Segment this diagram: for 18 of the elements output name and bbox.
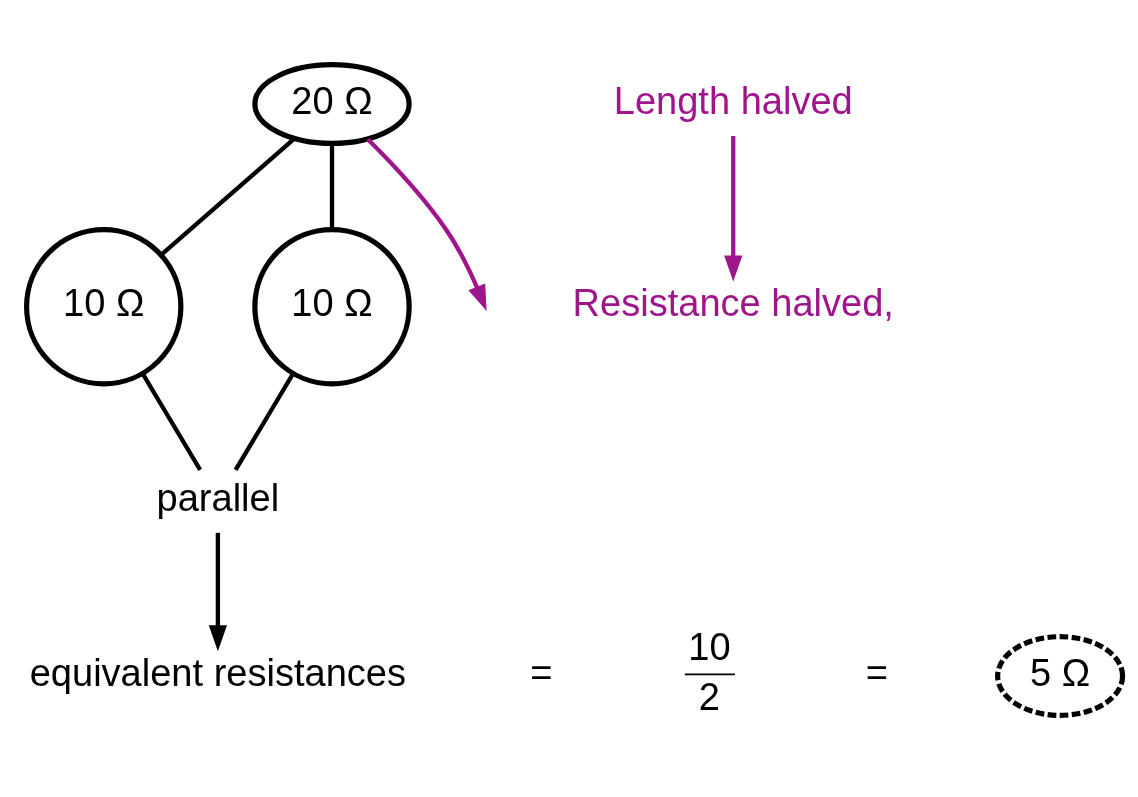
node-text: parallel (156, 476, 280, 519)
node-circle: 10 Ω (252, 226, 412, 386)
label: = (530, 651, 553, 694)
node-ellipse: 5 Ω (995, 633, 1126, 718)
label: = (865, 651, 888, 694)
arrow (208, 532, 227, 651)
node-text: equivalent resistances (29, 651, 407, 694)
node-text: Resistance halved, (572, 281, 894, 324)
label: 2 (698, 675, 720, 718)
connector (159, 136, 296, 256)
label: 10 (688, 625, 731, 668)
node-ellipse: 20 Ω (252, 61, 412, 146)
arrow (724, 135, 743, 282)
connector (140, 372, 202, 471)
node-text: Length halved (613, 79, 853, 122)
arrow (366, 137, 487, 311)
node-circle: 10 Ω (24, 226, 184, 386)
connector (233, 372, 295, 471)
